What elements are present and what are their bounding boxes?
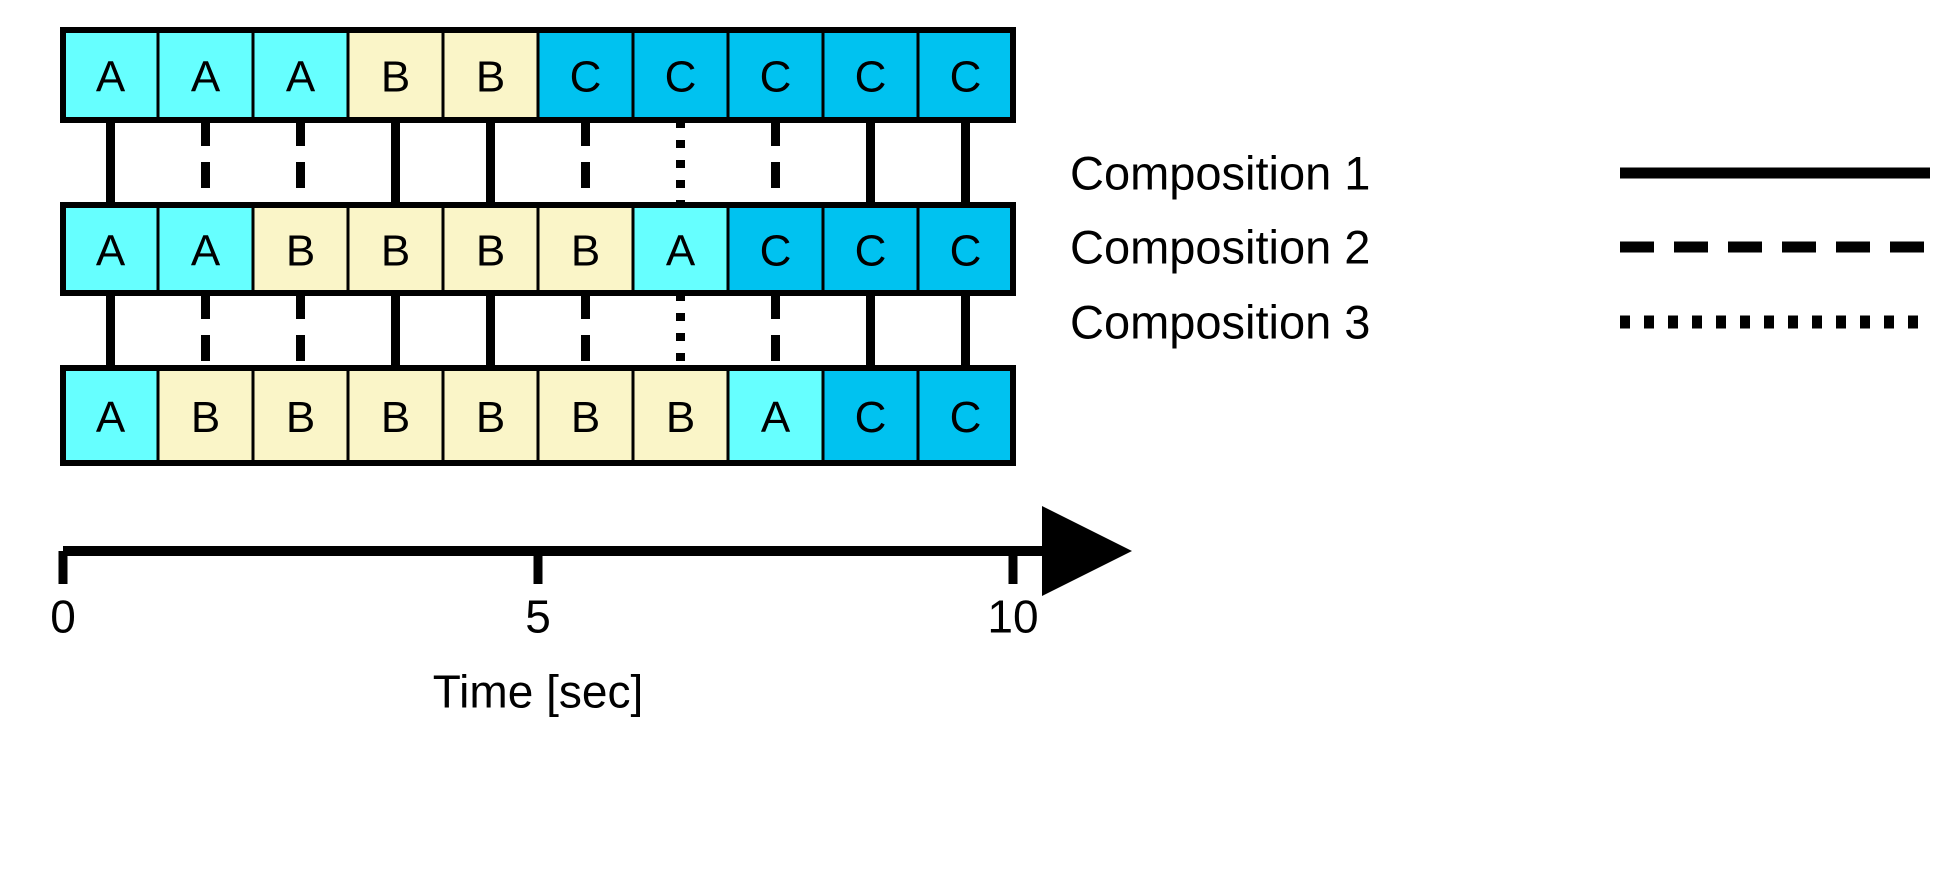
axis-title: Time [sec] xyxy=(433,666,643,718)
timeline-cell[interactable]: C xyxy=(726,28,825,122)
timeline-cell[interactable]: B xyxy=(251,366,350,465)
timeline-cell[interactable]: C xyxy=(916,203,1015,295)
legend-label: Composition 2 xyxy=(1070,221,1370,274)
cell-rect[interactable] xyxy=(156,203,255,295)
timeline-cell[interactable]: B xyxy=(536,203,635,295)
cell-rect[interactable] xyxy=(536,28,635,122)
cell-rect[interactable] xyxy=(821,366,920,465)
cell-label: C xyxy=(950,393,982,442)
cell-label: A xyxy=(666,227,696,276)
cell-label: B xyxy=(476,53,505,102)
timeline-cell[interactable]: A xyxy=(251,28,350,122)
cell-label: B xyxy=(571,227,600,276)
track-frame xyxy=(60,202,1016,296)
cell-label: C xyxy=(570,53,602,102)
cell-label: C xyxy=(950,53,982,102)
timeline-cell[interactable]: B xyxy=(251,203,350,295)
cell-label: B xyxy=(381,393,410,442)
cell-label: B xyxy=(191,393,220,442)
cell-label: C xyxy=(855,393,887,442)
legend: Composition 1 Composition 2 Composition 3 xyxy=(1070,147,1930,349)
cell-label: C xyxy=(760,53,792,102)
cell-label: A xyxy=(96,393,126,442)
cell-rect[interactable] xyxy=(346,366,445,465)
cell-label: B xyxy=(666,393,695,442)
timeline-cell[interactable]: A xyxy=(156,28,255,122)
track-frame xyxy=(60,365,1016,466)
cell-label: C xyxy=(855,53,887,102)
legend-label: Composition 1 xyxy=(1070,147,1370,200)
cell-rect[interactable] xyxy=(61,203,160,295)
timeline-cell[interactable]: B xyxy=(156,366,255,465)
timeline-cell[interactable]: C xyxy=(726,203,825,295)
cell-label: A xyxy=(191,227,221,276)
timeline-cell[interactable]: C xyxy=(536,28,635,122)
timeline-cell[interactable]: A xyxy=(61,366,160,465)
timeline-cell[interactable]: B xyxy=(441,366,540,465)
timeline-cell[interactable]: A xyxy=(61,28,160,122)
cell-rect[interactable] xyxy=(726,28,825,122)
timeline-cell[interactable]: B xyxy=(536,366,635,465)
cell-label: A xyxy=(96,53,126,102)
axis-tick-label: 10 xyxy=(987,591,1038,643)
legend-item: Composition 1 xyxy=(1070,147,1930,200)
cell-rect[interactable] xyxy=(156,28,255,122)
timeline-cell[interactable]: B xyxy=(346,203,445,295)
cell-label: C xyxy=(760,227,792,276)
cell-label: B xyxy=(476,227,505,276)
timeline-cell[interactable]: B xyxy=(346,28,445,122)
timeline-rows: A A A B B C C C C C A A B B B B A C C C A B B B B B B A C C xyxy=(60,27,1016,466)
boundary-connectors xyxy=(106,120,970,368)
timeline-cell[interactable]: A xyxy=(726,366,825,465)
timeline-cell[interactable]: C xyxy=(916,366,1015,465)
timeline-cell[interactable]: C xyxy=(821,366,920,465)
track-frame xyxy=(60,27,1016,123)
cell-label: C xyxy=(665,53,697,102)
timeline-cell[interactable]: C xyxy=(631,28,730,122)
timeline-cell[interactable]: C xyxy=(821,28,920,122)
timeline-cell[interactable]: B xyxy=(631,366,730,465)
timeline-cell[interactable]: A xyxy=(61,203,160,295)
cell-label: C xyxy=(855,227,887,276)
legend-item: Composition 2 xyxy=(1070,221,1930,274)
axis-tick-label: 5 xyxy=(525,591,551,643)
timeline-cell[interactable]: B xyxy=(441,203,540,295)
cell-label: A xyxy=(96,227,126,276)
cell-label: A xyxy=(191,53,221,102)
cell-label: B xyxy=(381,227,410,276)
timeline-cell[interactable]: B xyxy=(346,366,445,465)
timeline-cell[interactable]: C xyxy=(821,203,920,295)
cell-label: B xyxy=(381,53,410,102)
cell-label: A xyxy=(761,393,791,442)
axis-tick-label: 0 xyxy=(50,591,76,643)
cell-label: B xyxy=(571,393,600,442)
timeline-cell[interactable]: B xyxy=(441,28,540,122)
cell-label: A xyxy=(286,53,316,102)
timeline-cell[interactable]: A xyxy=(156,203,255,295)
cell-rect[interactable] xyxy=(916,28,1015,122)
legend-item: Composition 3 xyxy=(1070,296,1930,349)
cell-label: B xyxy=(286,393,315,442)
cell-label: B xyxy=(476,393,505,442)
timeline-cell[interactable]: A xyxy=(631,203,730,295)
legend-label: Composition 3 xyxy=(1070,296,1370,349)
cell-label: C xyxy=(950,227,982,276)
timeline-cell[interactable]: C xyxy=(916,28,1015,122)
cell-label: B xyxy=(286,227,315,276)
